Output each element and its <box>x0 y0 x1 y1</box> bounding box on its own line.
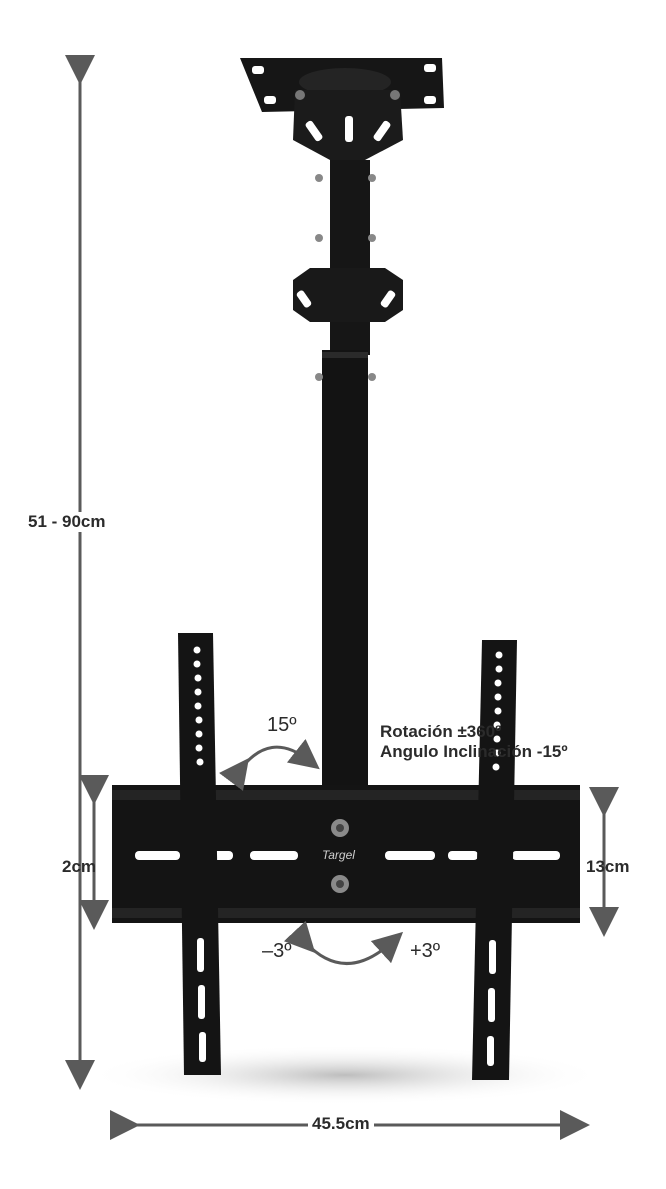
brand-logo: Targel <box>322 848 355 862</box>
tilt-arrow <box>218 738 320 792</box>
floor-shadow <box>85 1045 605 1105</box>
angle-arrows <box>218 738 404 965</box>
tilt-spec: Angulo Inclinación -15º <box>380 742 568 761</box>
upper-bracket <box>293 90 403 160</box>
swivel-arrow <box>283 920 404 965</box>
right-vertical-arm <box>472 640 517 1080</box>
bracket-height-label: 2cm <box>62 857 97 876</box>
swivel-left-label: –3º <box>262 940 292 962</box>
swivel-right-label: +3º <box>410 940 441 962</box>
height-range-label: 51 - 90cm <box>24 512 110 532</box>
tilt-angle-label: 15º <box>267 714 297 736</box>
pole-collar <box>293 268 403 322</box>
plate-height-label: 13cm <box>586 857 630 876</box>
width-label: 45.5cm <box>308 1114 374 1134</box>
telescopic-pole <box>315 160 376 790</box>
rotation-spec: Rotación ±360º <box>380 722 502 741</box>
left-vertical-arm <box>178 633 221 1075</box>
